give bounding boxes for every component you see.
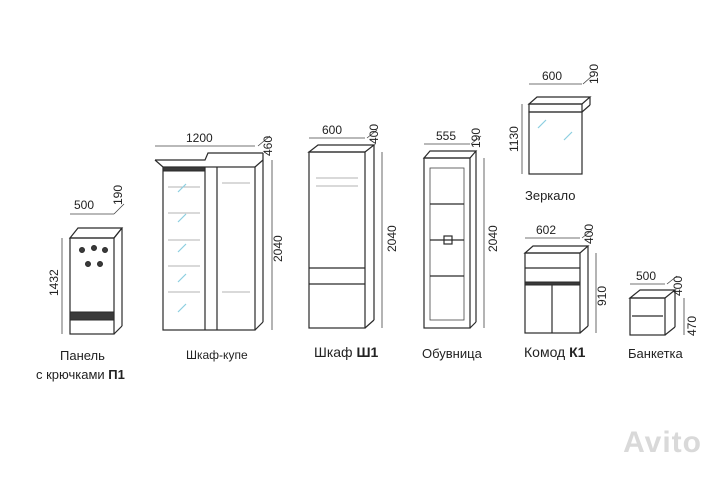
wardrobe-drawing: 1200 460 2040 [154, 131, 285, 331]
shoe-height: 2040 [486, 225, 500, 252]
panel-drawing: 500 190 1432 [47, 185, 125, 335]
cabinet-height: 2040 [385, 225, 399, 252]
panel-label: Панель [60, 348, 105, 363]
mirror-height: 1130 [507, 126, 521, 152]
avito-watermark: Avito [623, 426, 702, 460]
shoe-label-text: Обувница [422, 346, 482, 361]
panel-width: 500 [74, 198, 94, 212]
panel-label-line2: с крючками П1 [36, 367, 125, 382]
dresser-code: К1 [569, 344, 586, 360]
dresser-depth: 400 [582, 224, 596, 244]
dresser-label-text: Комод [524, 344, 566, 360]
watermark-text: Avito [623, 426, 702, 459]
cabinet-label-text: Шкаф [314, 344, 353, 360]
mirror-depth: 190 [587, 64, 601, 84]
wardrobe-height: 2040 [271, 235, 285, 262]
cabinet-depth: 400 [367, 124, 381, 144]
wardrobe-depth: 460 [261, 136, 275, 156]
dresser-height: 910 [595, 286, 609, 306]
dresser-label: Комод К1 [524, 344, 585, 360]
panel-label-line2-text: с крючками [36, 367, 105, 382]
cabinet-code: Ш1 [356, 344, 379, 360]
shoe-depth: 190 [469, 128, 483, 148]
bench-drawing: 500 400 470 [628, 269, 699, 336]
panel-height: 1432 [47, 269, 61, 296]
panel-code: П1 [108, 367, 125, 382]
shoe-cabinet-drawing: 555 190 2040 [422, 128, 500, 329]
mirror-label-text: Зеркало [525, 188, 576, 203]
mirror-width: 600 [542, 69, 562, 83]
cabinet-label: Шкаф Ш1 [314, 344, 378, 360]
wardrobe-width: 1200 [186, 131, 213, 145]
bench-height: 470 [685, 316, 699, 336]
dresser-width: 602 [536, 223, 556, 237]
bench-width: 500 [636, 269, 656, 283]
shoe-label: Обувница [422, 346, 482, 361]
panel-label-text: Панель [60, 348, 105, 363]
mirror-label: Зеркало [525, 188, 575, 203]
dresser-drawing: 602 400 910 [523, 223, 609, 334]
cabinet-width: 600 [322, 123, 342, 137]
bench-label-text: Банкетка [628, 346, 683, 361]
bench-depth: 400 [671, 276, 685, 296]
bench-label: Банкетка [628, 346, 683, 361]
shoe-width: 555 [436, 129, 456, 143]
wardrobe-label: Шкаф-купе [186, 348, 248, 362]
wardrobe-label-text: Шкаф-купе [186, 348, 248, 362]
cabinet-drawing: 600 400 2040 [307, 123, 399, 329]
mirror-drawing: 600 190 1130 [507, 64, 601, 175]
panel-depth: 190 [111, 185, 125, 205]
